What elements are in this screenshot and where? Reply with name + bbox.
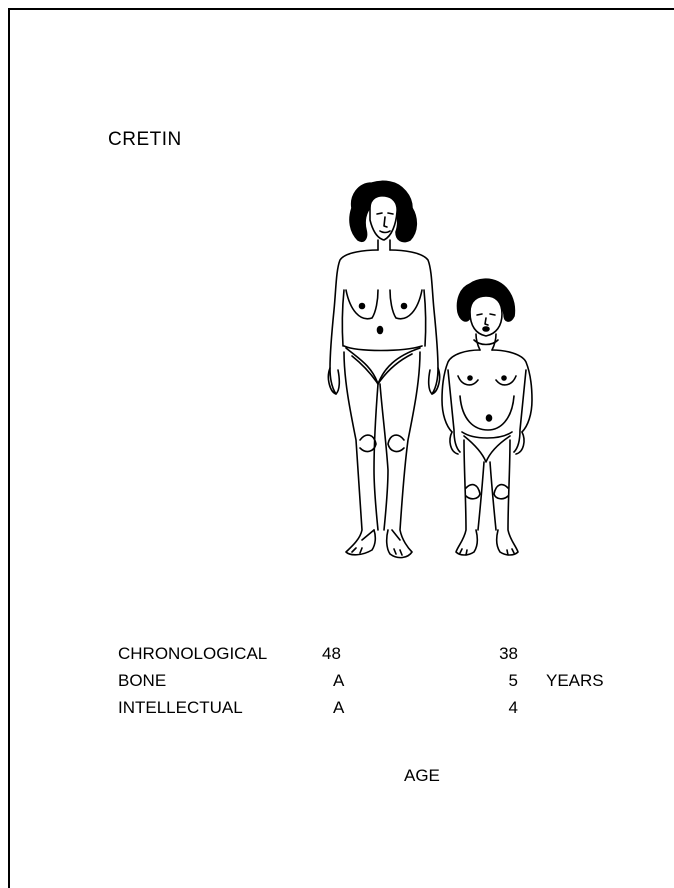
diagram-title: CRETIN — [108, 129, 182, 151]
row-label-intellectual: INTELLECTUAL — [118, 698, 243, 718]
figures-illustration — [318, 176, 548, 568]
unit-label: YEARS — [546, 671, 604, 691]
adult-value-chronological: 48 — [322, 644, 341, 664]
adult-value-bone: A — [333, 671, 344, 691]
adult-face — [370, 196, 397, 240]
footer-label: AGE — [404, 766, 440, 786]
child-value-bone: 5 — [478, 671, 518, 691]
cretin-child-figure — [442, 279, 532, 555]
child-value-intellectual: 4 — [478, 698, 518, 718]
child-value-chronological: 38 — [478, 644, 518, 664]
adult-value-intellectual: A — [333, 698, 344, 718]
adult-woman-figure — [328, 181, 439, 557]
row-label-chronological: CHRONOLOGICAL — [118, 644, 267, 664]
row-label-bone: BONE — [118, 671, 166, 691]
